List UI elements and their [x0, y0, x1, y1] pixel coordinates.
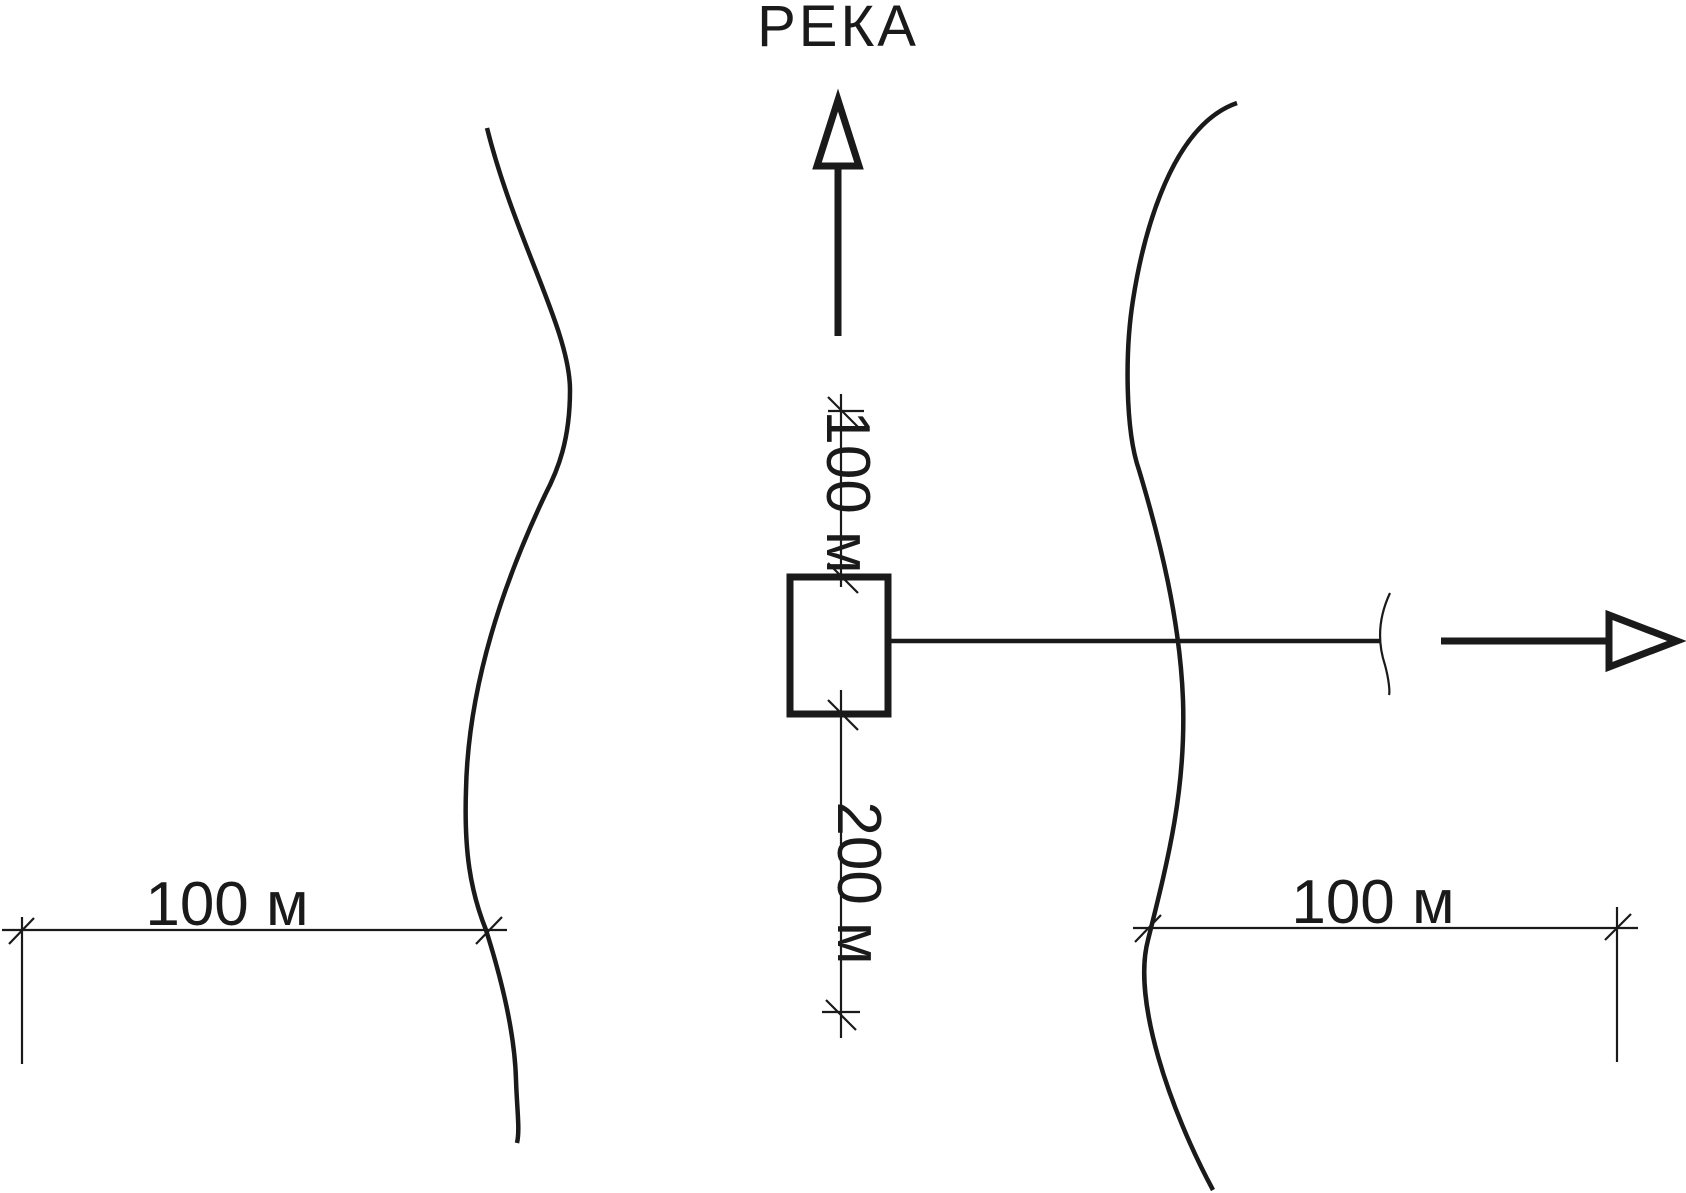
left-bank-dimension-label: 100 м [145, 870, 308, 939]
river-title: РЕКА [757, 0, 919, 59]
right-bank-dimension: 100 м [1133, 868, 1638, 1062]
downstream-dimension-label: 200 м [824, 801, 893, 964]
outfall-pipe [888, 592, 1686, 696]
right-river-bank [1125, 100, 1238, 1192]
right-bank-dimension-label: 100 м [1291, 868, 1454, 937]
downstream-dimension: 200 м [822, 690, 893, 1038]
left-bank-dimension: 100 м [2, 870, 507, 1064]
outfall-structure [786, 573, 892, 718]
flow-direction-arrow [812, 88, 864, 336]
upstream-dimension: 100 м [813, 394, 882, 594]
left-river-bank [463, 127, 573, 1144]
upstream-dimension-label: 100 м [813, 410, 882, 573]
